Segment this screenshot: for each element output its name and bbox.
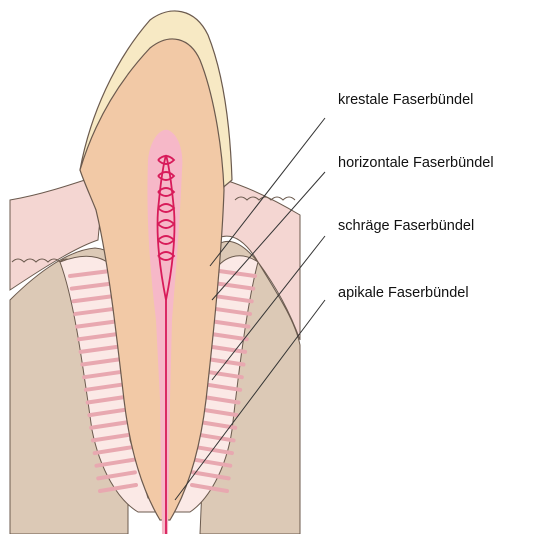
label-oblique-fibers: schräge Faserbündel [338, 218, 474, 234]
label-horizontal-fibers: horizontale Faserbündel [338, 155, 494, 171]
label-apical-fibers: apikale Faserbündel [338, 285, 469, 301]
label-crestal-fibers: krestale Faserbündel [338, 92, 473, 108]
